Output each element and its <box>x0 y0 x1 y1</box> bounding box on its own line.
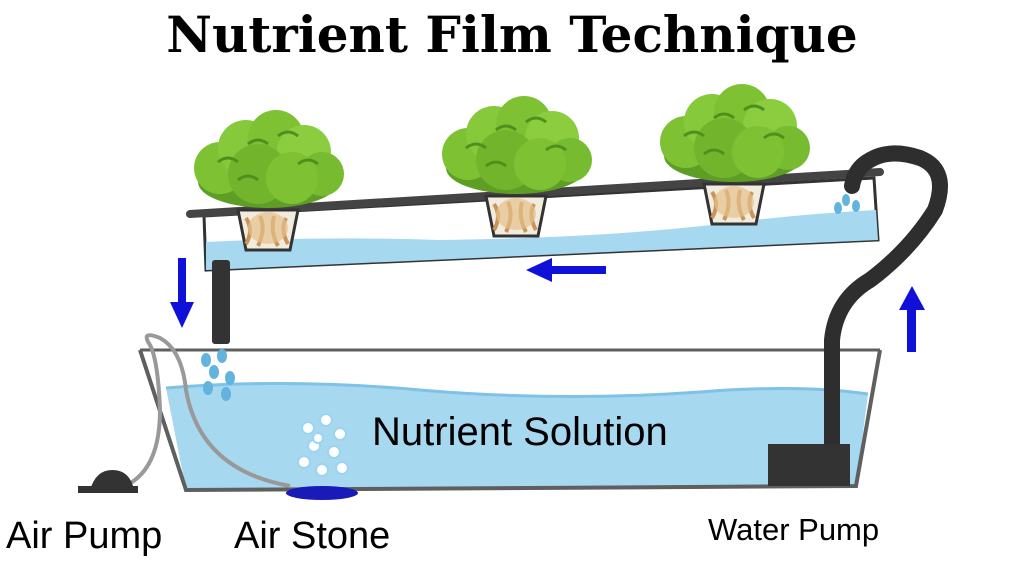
net-pot-icon <box>702 182 766 226</box>
water-droplets-icon <box>201 349 235 401</box>
air-stone-icon <box>286 486 358 500</box>
air-system <box>78 333 358 500</box>
label-water-pump: Water Pump <box>708 512 879 547</box>
arrow-left-icon <box>526 258 606 282</box>
arrow-up-icon <box>899 286 925 352</box>
drain-pipe <box>201 260 235 401</box>
lettuce-icon <box>658 82 812 184</box>
water-pump-assembly <box>768 145 948 486</box>
return-hose <box>824 145 948 458</box>
air-bubbles-icon <box>297 413 349 477</box>
net-pot-icon <box>236 208 300 252</box>
flow-arrows <box>170 258 925 352</box>
diagram-title: Nutrient Film Technique <box>166 5 858 64</box>
air-pump-icon <box>90 470 134 490</box>
label-air-stone: Air Stone <box>234 515 390 557</box>
label-air-pump: Air Pump <box>6 515 162 557</box>
tank-outline <box>138 349 882 493</box>
water-pump-icon <box>768 444 850 486</box>
label-nutrient-solution: Nutrient Solution <box>372 410 668 454</box>
net-pot-icon <box>484 194 548 238</box>
arrow-down-icon <box>170 258 194 328</box>
outlet-spray-icon <box>834 194 860 214</box>
channel-water <box>206 210 878 270</box>
lettuce-icon <box>440 94 594 196</box>
lettuce-icon <box>192 108 346 210</box>
